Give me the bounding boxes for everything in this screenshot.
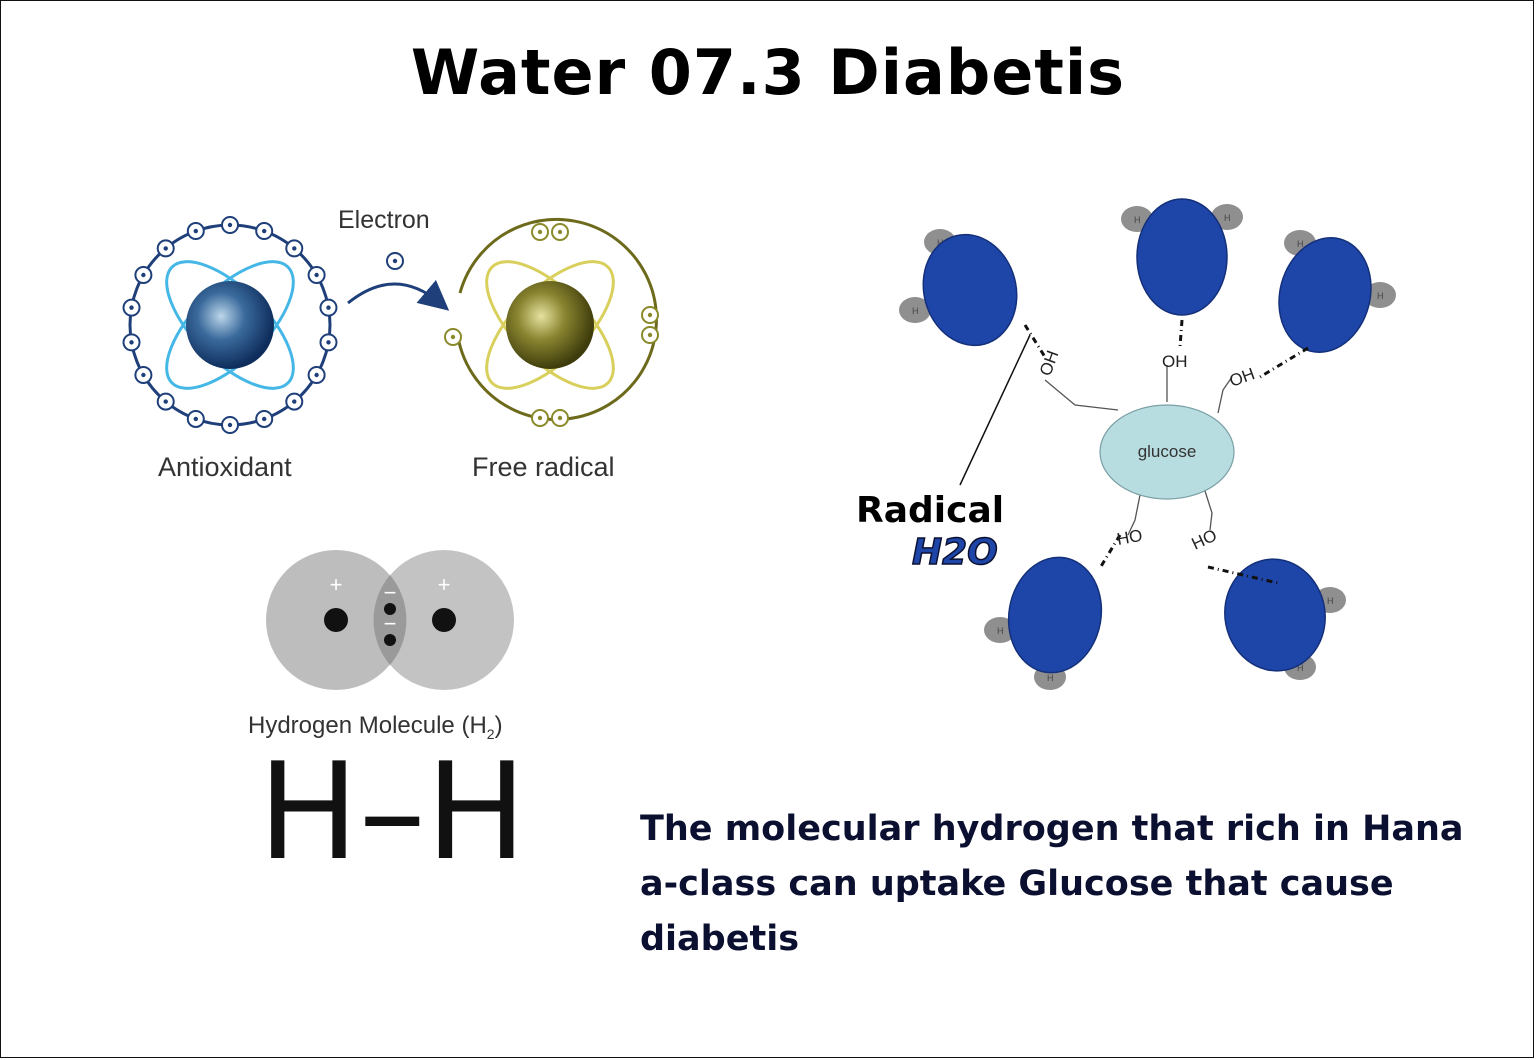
oxygen-atom xyxy=(1224,558,1326,672)
hydrogen-subscript: 2 xyxy=(486,725,495,742)
water-molecule: HH xyxy=(899,229,1018,347)
antioxidant-electron xyxy=(319,333,338,352)
antioxidant-label: Antioxidant xyxy=(158,452,292,482)
electron-transfer-diagram xyxy=(122,216,659,434)
hydrogen-molecule-text: Hydrogen Molecule (H xyxy=(248,712,487,739)
hydrogen-molecule-diagram: + + − − xyxy=(266,550,514,690)
glucose-molecule xyxy=(1099,404,1235,500)
free-radical-electron xyxy=(531,223,549,241)
free-radical-electron xyxy=(641,326,659,344)
hydrogen-atom: H xyxy=(899,297,931,323)
plus-sign-right: + xyxy=(438,572,451,597)
antioxidant-electron xyxy=(221,416,239,434)
free-radical-label: Free radical xyxy=(472,452,615,482)
antioxidant-electron xyxy=(255,222,274,241)
antioxidant-electron xyxy=(255,409,274,428)
antioxidant-electron xyxy=(156,392,175,411)
free-radical-electron xyxy=(531,409,549,427)
free-radical-electron xyxy=(641,306,659,324)
antioxidant-electron xyxy=(307,366,326,384)
antioxidant-electron xyxy=(319,298,338,317)
svg-text:H: H xyxy=(1297,663,1304,673)
antioxidant-electron xyxy=(134,366,153,384)
svg-text:H: H xyxy=(1297,239,1304,249)
hydrogen-atom: H xyxy=(1364,282,1396,308)
hydrogen-molecule-close: ) xyxy=(494,712,503,739)
hydrogen-formula: H–H xyxy=(258,734,527,890)
svg-text:H: H xyxy=(912,306,919,316)
svg-text:H: H xyxy=(1377,291,1384,301)
radical-label: Radical xyxy=(856,490,1005,531)
antioxidant-atom xyxy=(122,216,338,434)
antioxidant-electron xyxy=(221,216,239,234)
oxygen-atom xyxy=(1136,198,1228,316)
water-molecule: HH xyxy=(1224,558,1346,680)
ho-group-4: HO xyxy=(1115,526,1143,549)
antioxidant-electron xyxy=(134,266,153,284)
water-molecule: HH xyxy=(984,556,1103,690)
page-title: Water 07.3 Diabetis xyxy=(410,36,1126,109)
glucose-label: glucose xyxy=(1138,442,1197,461)
oxygen-atom xyxy=(922,233,1018,347)
free-radical-electron xyxy=(444,328,462,346)
svg-text:H: H xyxy=(997,626,1004,636)
minus-sign-bottom: − xyxy=(384,611,397,636)
antioxidant-electron xyxy=(186,222,205,241)
caption-text: The molecular hydrogen that rich in Hana… xyxy=(640,809,1464,959)
oh-group-2: OH xyxy=(1162,352,1188,371)
svg-text:H: H xyxy=(1047,673,1054,683)
svg-text:H: H xyxy=(1327,596,1334,606)
antioxidant-electron xyxy=(122,298,141,317)
ho-group-5: HO xyxy=(1189,526,1220,554)
antioxidant-electron xyxy=(285,239,304,258)
oxygen-atom xyxy=(1278,237,1372,353)
free-radical-atom xyxy=(444,217,659,427)
svg-text:H: H xyxy=(1134,215,1141,225)
minus-sign-top: − xyxy=(384,580,397,605)
free-radical-electron xyxy=(551,223,569,241)
free-radical-electron xyxy=(551,409,569,427)
antioxidant-electron xyxy=(156,239,175,258)
antioxidant-electron xyxy=(122,333,141,352)
svg-text:H: H xyxy=(1224,213,1231,223)
antioxidant-electron xyxy=(285,392,304,411)
electron-transfer-arrow xyxy=(347,252,450,311)
oh-group-1: OH xyxy=(1036,348,1063,378)
h2o-label: H2O xyxy=(911,531,998,574)
oh-group-3: OH xyxy=(1227,364,1257,391)
plus-sign-left: + xyxy=(330,572,343,597)
radical-pointer-line xyxy=(959,334,1031,486)
hydrogen-molecule-label: Hydrogen Molecule (H2) xyxy=(248,712,503,742)
antioxidant-electron xyxy=(186,409,205,428)
electron-label: Electron xyxy=(338,206,430,234)
water-molecule: HH xyxy=(1278,230,1396,353)
oxygen-atom xyxy=(1007,556,1103,674)
antioxidant-electron xyxy=(307,266,326,284)
